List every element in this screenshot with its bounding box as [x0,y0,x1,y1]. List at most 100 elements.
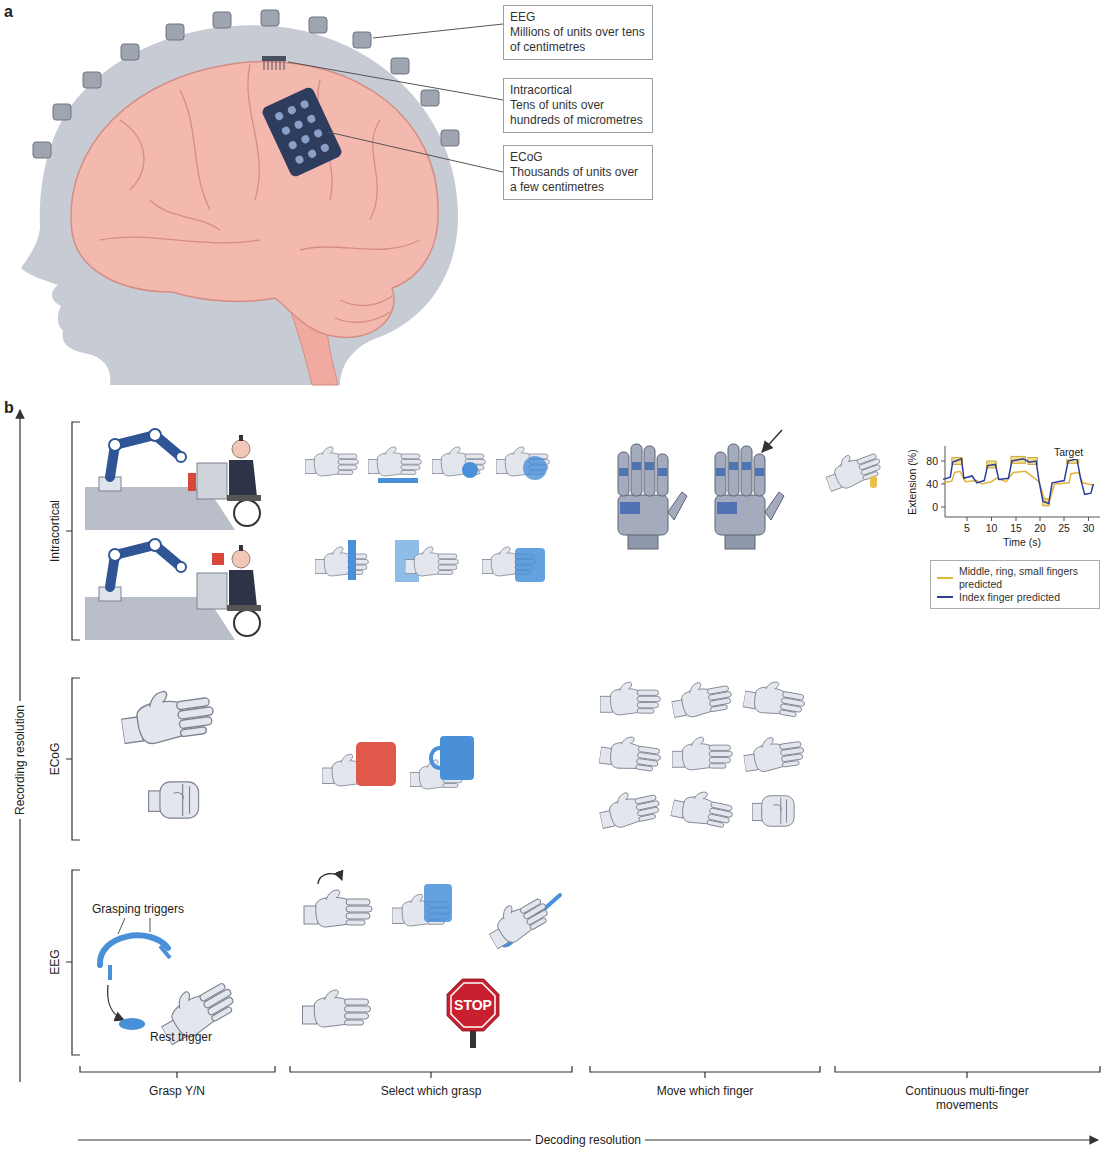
fist [149,782,199,818]
red-cup [356,742,396,786]
legend-swatch [937,596,953,598]
brain-folds-part [340,296,392,306]
ecog-grid-part [274,99,330,165]
eeg-row-art [100,874,560,1048]
open-hand [303,990,371,1027]
pointing-hand [821,446,884,494]
tick-label: 15 [1010,522,1022,535]
ecog-grid-part-part [313,128,324,139]
grasping-trigger [110,946,170,980]
ecog-grid-part-part [300,134,311,145]
ecog-grid-part-part [281,125,292,136]
grasp-hand [305,447,358,476]
stop-sign-border [451,983,495,1027]
annotation: Rest trigger [150,1030,212,1044]
axes-brackets-part [66,678,80,840]
eeg-electrodes-part [213,12,231,28]
ecog-grid-part-part [307,148,318,159]
head-illustration [21,10,503,385]
row-label: EEG [48,949,62,974]
eeg-electrodes-part [83,72,101,88]
leader-lines-part [373,24,503,38]
axes-brackets-part [66,870,80,1055]
line-chart-part [943,456,1093,505]
callout-box: IntracorticalTens of units over hundreds… [503,78,653,133]
ecog-grid [261,86,344,179]
grasp-object [515,548,545,582]
legend-entry: Index finger predicted [937,591,1093,604]
tick-label: 40 [926,478,938,491]
robotic-hand [715,444,784,549]
hand-pose [670,786,736,831]
callout-box: ECoGThousands of units over a few centim… [503,145,653,200]
eeg-electrodes-part [353,32,371,48]
grasp-object [523,456,547,480]
brain-folds-part [100,237,260,243]
eeg-electrodes-part [421,90,439,106]
line-chart-part [941,446,1100,521]
ecog-grid-part-part [320,143,331,154]
ecog-grid-part-part [287,105,298,116]
line-chart [941,446,1100,521]
brain [71,62,438,338]
flow-arrow [108,985,124,1020]
hand-pose [742,677,807,720]
legend-text: Middle, ring, small fingers predicted [959,565,1093,590]
eeg-electrodes-part [166,24,184,40]
legend-text: Index finger predicted [959,591,1060,604]
axes-brackets-part [80,1066,275,1078]
mug-handle [431,748,440,768]
grasp-hand [315,547,368,576]
hand-pose [597,786,663,831]
axis-title: Recording resolution [13,701,27,819]
ecog-grid-part-part [293,119,304,130]
blue-mug [440,736,474,780]
leader-lines-part [328,132,503,172]
brain-folds-part [120,120,144,190]
ecog-grid-part-part [294,154,305,165]
annotation: Grasping triggers [92,902,184,916]
grasp-hand [482,890,554,951]
axis-title: Time (s) [1003,536,1041,549]
callout-heading: Intracortical [510,83,646,98]
brain-folds-part [180,90,210,210]
leader-lines-part [288,62,503,100]
hand-pose [599,733,663,774]
tick-label: 10 [986,522,998,535]
grasp-hand [405,547,458,576]
intracortical-array [262,56,286,70]
tick-label: 5 [964,522,970,535]
hand-pose [752,796,794,827]
legend-entry: Middle, ring, small fingers predicted [937,565,1093,590]
rest-trigger [119,1018,145,1030]
brain-folds-part [248,64,259,200]
eeg-electrodes-part [391,58,409,74]
callout-text: Thousands of units over a few centimetre… [510,165,646,195]
ecog-grid-part-part [274,111,285,122]
callout-text: Tens of units over hundreds of micrometr… [510,98,646,128]
red-bottle [188,473,196,491]
rotation-arrow [318,874,342,884]
leader-lines [288,24,503,172]
finger-highlight [870,476,877,488]
grasp-hand [368,447,421,476]
tick-label: 25 [1058,522,1070,535]
blue-cup [424,884,452,922]
column-label: Move which finger [657,1084,754,1098]
ecog-grid-part-part [287,140,298,151]
eeg-electrodes-part [261,10,279,26]
hand-pose [669,677,734,720]
brain-folds-part [150,200,220,230]
hand-pose [672,737,732,770]
callout-heading: ECoG [510,150,646,165]
leader-line [118,918,150,934]
robot-arm-scene [85,539,261,640]
tick-label: 80 [926,455,938,468]
ecog-grid-part [261,86,344,179]
head-silhouette [21,25,458,385]
brain-folds-part [335,312,390,322]
axis-title: Decoding resolution [531,1133,645,1147]
robotic-hand [618,444,687,549]
stop-sign [447,979,499,1031]
